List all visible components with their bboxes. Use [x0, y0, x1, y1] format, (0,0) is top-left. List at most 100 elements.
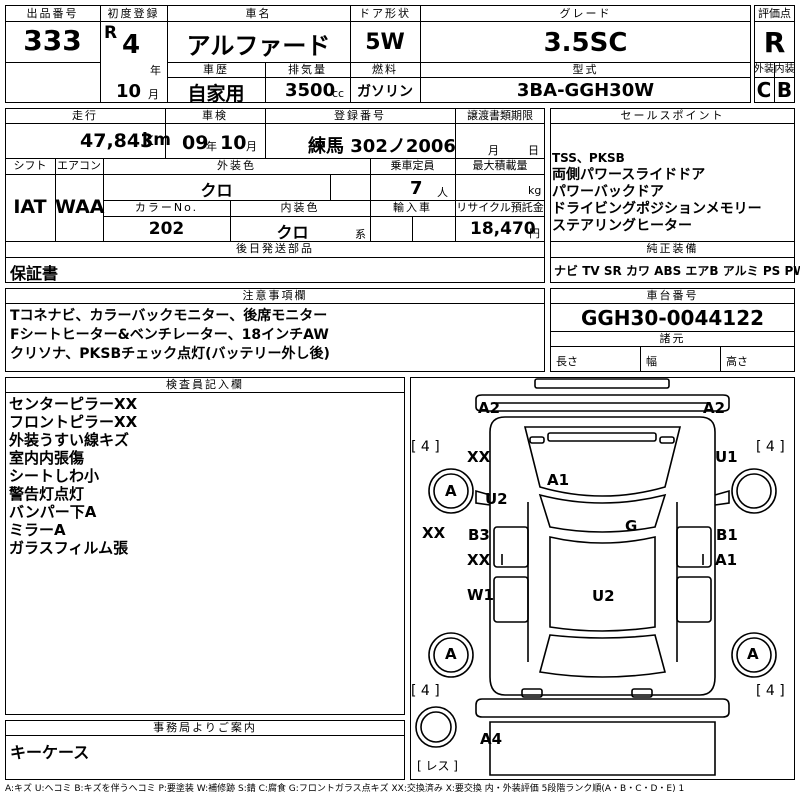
diag-a2-right: A2	[703, 399, 726, 417]
km-unit: km	[142, 130, 172, 150]
diag-xx-side-left: XX	[422, 524, 446, 542]
first-reg-year: 4	[122, 30, 141, 60]
lot-number: 333	[23, 24, 82, 57]
label-length: 長さ	[556, 355, 578, 368]
notes-list: Tコネナビ、カラーバックモニター、後席モニター Fシートヒーター&ベンチレーター…	[10, 307, 330, 364]
diag-spare: [ レス ]	[417, 759, 458, 773]
ext-color-value: クロ	[200, 181, 233, 200]
equip-item: TV	[582, 264, 600, 278]
diag-u2-fender: U2	[485, 490, 508, 508]
label-transfer-doc: 譲渡書類期限	[467, 109, 533, 122]
diag-a1-hood: A1	[547, 471, 570, 489]
inspector-notes-list: センターピラーXX フロントピラーXX 外装うすい線キズ 室内内張傷 シートしわ…	[9, 395, 137, 557]
label-later-parts: 後日発送部品	[236, 242, 314, 255]
note-line: Tコネナビ、カラーバックモニター、後席モニター	[10, 308, 328, 324]
chassis-frame	[550, 288, 795, 372]
registration-value: 練馬 302ノ2006	[308, 136, 456, 157]
details-frame	[5, 108, 545, 283]
diag-tire-fr: [ 4 ]	[756, 439, 785, 455]
transfer-day-unit: 日	[528, 144, 539, 157]
label-interior: 内装	[774, 64, 795, 75]
label-model-code: 型式	[572, 63, 599, 76]
label-int-color: 内装色	[280, 201, 320, 214]
displacement-value: 3500	[285, 80, 336, 101]
label-fuel: 燃料	[372, 63, 398, 76]
label-recycle: リサイクル預託金	[456, 201, 544, 214]
sales-point-item: TSS、PKSB	[552, 151, 625, 165]
label-first-reg: 初度登録	[107, 7, 160, 20]
diag-tire-rl: [ 4 ]	[411, 683, 440, 699]
grade-value: 3.5SC	[543, 28, 628, 58]
damage-diagram-frame	[410, 377, 795, 780]
chassis-no-value: GGH30-0044122	[580, 306, 765, 330]
label-history: 車歴	[203, 63, 229, 76]
rating-value: R	[763, 26, 786, 59]
label-genuine-equip: 純正装備	[646, 242, 699, 255]
diag-tire-rr: [ 4 ]	[756, 683, 785, 699]
recycle-value: 18,470	[470, 219, 536, 239]
equip-item: アルミ	[722, 264, 759, 278]
diag-u2-roof: U2	[592, 587, 615, 605]
person-unit: 人	[437, 186, 448, 199]
label-aircon: エアコン	[57, 159, 101, 172]
equip-item: SR	[603, 264, 622, 278]
model-code-value: 3BA-GGH30W	[516, 80, 655, 101]
transfer-month-unit: 月	[488, 144, 499, 157]
notes-frame	[5, 288, 545, 372]
label-sales-point: セールスポイント	[620, 109, 725, 122]
color-no-value: 202	[148, 219, 185, 239]
history-value: 自家用	[187, 83, 245, 105]
diag-b3: B3	[468, 526, 490, 544]
equip-item: PW	[784, 264, 800, 278]
kg-unit: kg	[528, 184, 542, 197]
note-line: Fシートヒーター&ベンチレーター、18インチAW	[10, 327, 329, 343]
label-car-name: 車名	[245, 7, 272, 20]
aircon-value: WAA	[55, 196, 105, 218]
label-door: ドア形状	[359, 7, 411, 20]
label-width: 幅	[646, 355, 657, 368]
insp-month: 10	[220, 132, 247, 154]
diag-w1: W1	[467, 586, 494, 604]
inspector-note: ガラスフィルム張	[9, 539, 129, 557]
capacity-value: 7	[410, 178, 423, 199]
label-registration: 登録番号	[334, 109, 386, 122]
fuel-value: ガソリン	[357, 84, 413, 100]
diag-tire-fl: [ 4 ]	[411, 439, 440, 455]
inspector-note: ミラーA	[9, 521, 66, 539]
interior-grade: B	[776, 78, 793, 102]
diag-a2-left: A2	[478, 399, 501, 417]
equip-item: ABS	[654, 264, 682, 278]
insp-year-unit: 年	[206, 140, 217, 153]
exterior-grade: C	[756, 78, 772, 102]
sales-point-list: TSS、PKSB 両側パワースライドドア パワーバックドア ドライビングポジショ…	[552, 150, 762, 235]
label-lot-no: 出品番号	[26, 7, 79, 20]
diag-a-wheel-fl: A	[445, 482, 457, 500]
label-inspection: 車検	[202, 109, 228, 122]
equip-item: カワ	[625, 264, 650, 278]
later-parts-value: 保証書	[10, 264, 59, 283]
equip-item: エアB	[685, 264, 719, 278]
label-mileage: 走行	[72, 109, 98, 122]
label-import: 輸入車	[393, 201, 432, 214]
label-rating: 評価点	[758, 7, 791, 20]
label-notes: 注意事項欄	[242, 289, 308, 302]
diag-u1-front-right: U1	[715, 448, 738, 466]
int-color-value: クロ	[276, 223, 309, 242]
diag-a-wheel-rl: A	[445, 645, 457, 663]
inspector-note: バンパー下A	[9, 503, 97, 521]
mileage-value: 47,843	[80, 130, 154, 152]
note-line: クリソナ、PKSBチェック点灯(バッテリー外し後)	[10, 346, 330, 362]
diag-xx-front-left: XX	[467, 448, 491, 466]
insp-year: 09	[182, 132, 209, 154]
header-frame	[5, 5, 751, 103]
label-inspector: 検査員記入欄	[166, 378, 244, 391]
yen-unit: 円	[529, 227, 540, 240]
inspector-note: 室内内張傷	[9, 449, 85, 467]
kei-unit: 系	[355, 228, 366, 241]
legend: A:キズ U:ヘコミ B:キズを伴うヘコミ P:要塗装 W:補修跡 S:錆 C:…	[5, 784, 685, 794]
sales-point-item: ドライビングポジションメモリー	[552, 201, 762, 217]
inspector-note: フロントピラーXX	[9, 413, 138, 431]
year-unit: 年	[150, 64, 161, 77]
inspector-frame	[5, 377, 405, 715]
label-max-load: 最大積載量	[472, 159, 528, 172]
